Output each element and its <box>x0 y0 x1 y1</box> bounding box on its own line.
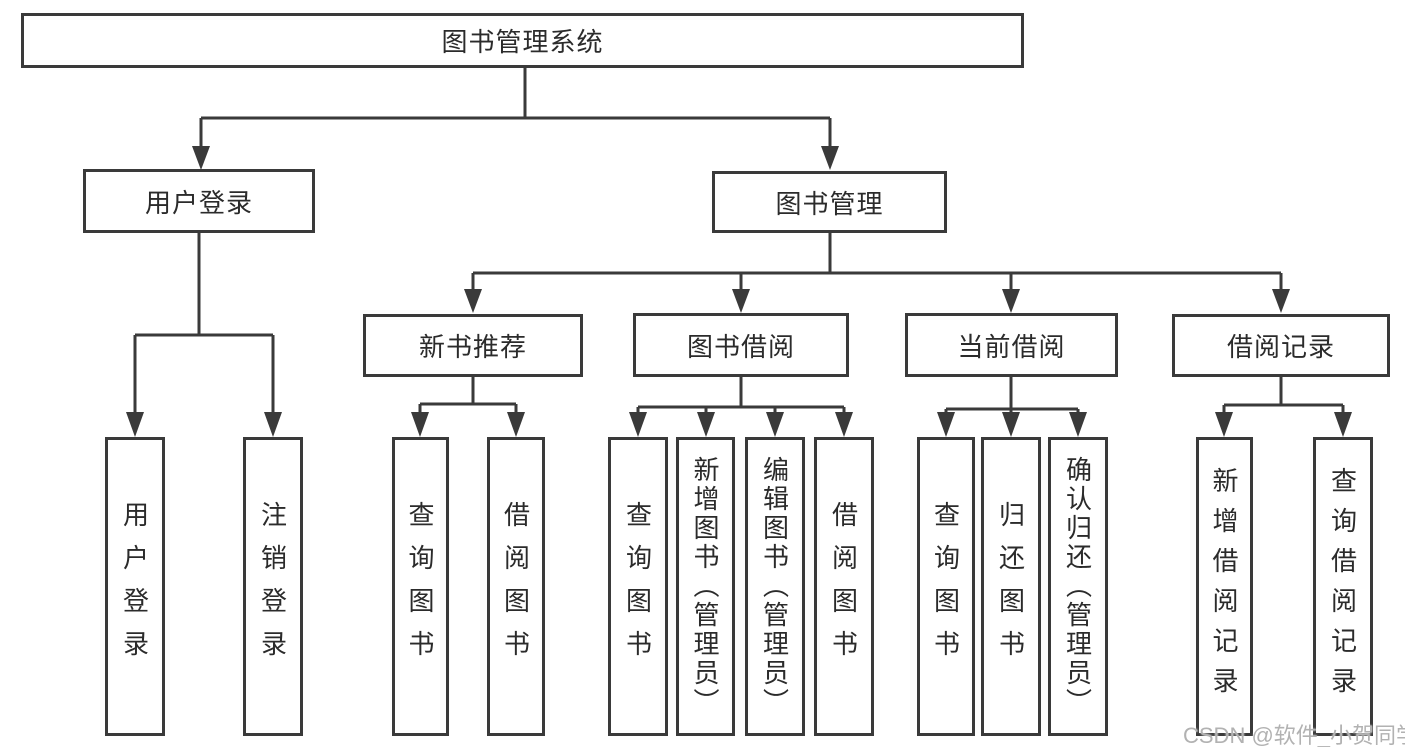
leaf-logout-login: 注销登录 <box>243 437 303 736</box>
node-library-system: 图书管理系统 <box>21 13 1024 68</box>
leaf-bb-add-books-admin-label: 新增图书（管理员） <box>690 456 720 717</box>
connector-current-borrow-to-leaves <box>937 377 1087 437</box>
leaf-bb-query-books: 查询图书 <box>608 437 668 736</box>
leaf-cb-confirm-return-admin-label: 确认归还（管理员） <box>1062 456 1093 717</box>
leaf-cb-return-books-label: 归还图书 <box>995 500 1026 673</box>
csdn-watermark: CSDN @软件_小贺同学 <box>1183 723 1405 747</box>
node-book-management: 图书管理 <box>712 171 947 233</box>
leaf-br-query-record: 查询借阅记录 <box>1313 437 1373 736</box>
connector-book-borrow-to-leaves <box>629 377 853 437</box>
leaf-nbr-borrow-books-label: 借阅图书 <box>500 500 531 673</box>
connector-book-mgmt-to-level2 <box>464 233 1290 313</box>
leaf-cb-query-books: 查询图书 <box>917 437 975 736</box>
leaf-bb-edit-books-admin-label: 编辑图书（管理员） <box>759 456 790 717</box>
leaf-bb-edit-books-admin: 编辑图书（管理员） <box>745 437 805 736</box>
node-new-book-recommend: 新书推荐 <box>363 314 583 377</box>
leaf-user-login: 用户登录 <box>105 437 165 736</box>
node-borrowing-records: 借阅记录 <box>1172 314 1390 377</box>
leaf-cb-query-books-label: 查询图书 <box>930 500 961 673</box>
leaf-bb-add-books-admin: 新增图书（管理员） <box>676 437 735 736</box>
connector-new-book-rec-to-leaves <box>411 377 525 437</box>
leaf-logout-login-label: 注销登录 <box>257 500 288 673</box>
leaf-br-add-record: 新增借阅记录 <box>1196 437 1253 736</box>
leaf-bb-borrow-books-label: 借阅图书 <box>828 500 859 673</box>
connector-user-login-to-leaves <box>126 233 282 437</box>
leaf-br-query-record-label: 查询借阅记录 <box>1327 466 1358 707</box>
node-current-borrowing: 当前借阅 <box>905 313 1118 377</box>
leaf-cb-confirm-return-admin: 确认归还（管理员） <box>1048 437 1108 736</box>
leaf-br-add-record-label: 新增借阅记录 <box>1209 466 1239 707</box>
leaf-bb-query-books-label: 查询图书 <box>622 500 653 673</box>
leaf-cb-return-books: 归还图书 <box>981 437 1041 736</box>
leaf-nbr-query-books: 查询图书 <box>392 437 449 736</box>
connector-root-to-level1 <box>192 68 839 170</box>
node-user-login: 用户登录 <box>83 169 315 233</box>
leaf-bb-borrow-books: 借阅图书 <box>814 437 874 736</box>
connector-borrow-records-to-leaves <box>1215 377 1352 437</box>
leaf-user-login-label: 用户登录 <box>119 500 150 673</box>
leaf-nbr-query-books-label: 查询图书 <box>405 500 435 673</box>
node-book-borrowing: 图书借阅 <box>633 313 849 377</box>
leaf-nbr-borrow-books: 借阅图书 <box>487 437 545 736</box>
